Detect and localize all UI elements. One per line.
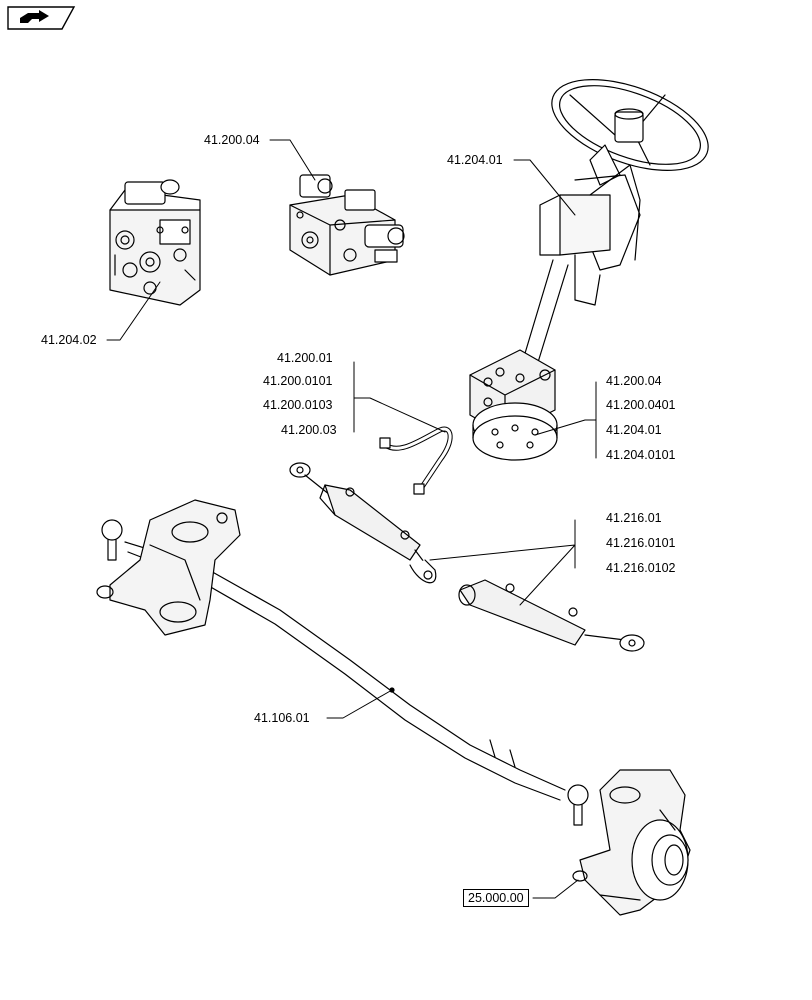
hydraulic-pump-unit (109, 179, 201, 306)
callout-steering-unit-4[interactable]: 41.204.0101 (606, 448, 676, 462)
next-page-button[interactable] (6, 5, 76, 31)
callout-tie-rod[interactable]: 41.106.01 (254, 711, 310, 725)
callout-hose-1[interactable]: 41.200.01 (277, 351, 333, 365)
steering-knuckle-left (96, 499, 241, 636)
callout-hose-3[interactable]: 41.200.0103 (263, 398, 333, 412)
callout-hose-4[interactable]: 41.200.03 (281, 423, 337, 437)
steering-unit (469, 349, 558, 461)
callout-valve-block[interactable]: 41.200.04 (204, 133, 260, 147)
callout-pump-unit[interactable]: 41.204.02 (41, 333, 97, 347)
callout-steering-column[interactable]: 41.204.01 (447, 153, 503, 167)
callout-cylinder-1[interactable]: 41.216.01 (606, 511, 662, 525)
leader-lines (106, 139, 597, 899)
steering-cylinder-large (289, 462, 437, 584)
callout-cylinder-3[interactable]: 41.216.0102 (606, 561, 676, 575)
callout-steering-unit-3[interactable]: 41.204.01 (606, 423, 662, 437)
callout-hose-2[interactable]: 41.200.0101 (263, 374, 333, 388)
steering-knuckle-right (572, 769, 691, 916)
control-valve-block (289, 174, 405, 276)
callout-steering-unit-1[interactable]: 41.200.04 (606, 374, 662, 388)
callout-axle-knuckle[interactable]: 25.000.00 (463, 889, 529, 907)
steering-cylinder-small (458, 579, 645, 652)
steering-wheel-column (519, 78, 709, 373)
hydraulic-hose (379, 426, 453, 495)
callout-steering-unit-2[interactable]: 41.200.0401 (606, 398, 676, 412)
callout-cylinder-2[interactable]: 41.216.0101 (606, 536, 676, 550)
arrow-right-icon (20, 10, 49, 23)
